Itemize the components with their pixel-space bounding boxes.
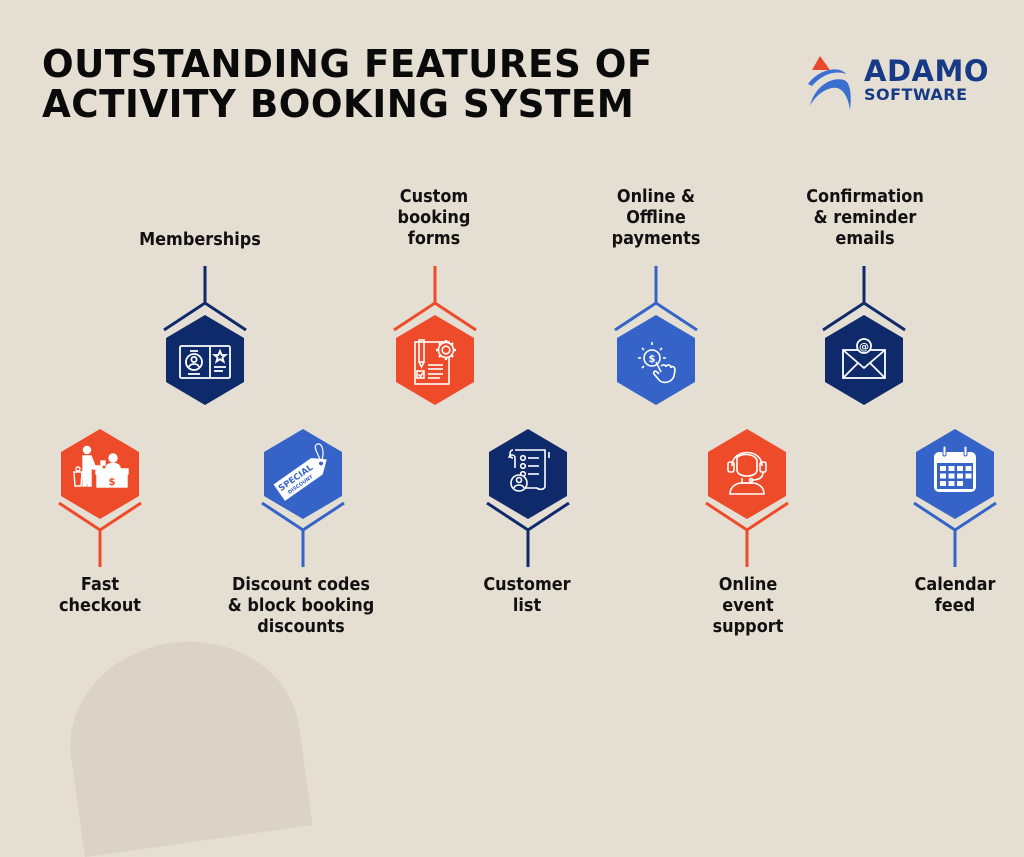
logo-subtitle: SOFTWARE — [864, 85, 968, 104]
label-line: discounts — [257, 617, 345, 637]
feature-label-online-event-support: Online event support — [656, 575, 840, 638]
label-line: support — [712, 617, 784, 637]
label-line: feed — [934, 596, 976, 616]
title-line-1: OUTSTANDING FEATURES OF — [42, 42, 653, 86]
label-line: emails — [835, 229, 895, 249]
membership-card-icon — [179, 345, 231, 379]
email-envelope-icon: @ — [842, 338, 886, 379]
feature-node-memberships — [160, 266, 250, 406]
support-headset-icon — [727, 451, 767, 495]
label-line: Memberships — [139, 230, 261, 250]
label-line: checkout — [59, 596, 141, 616]
label-line: payments — [611, 229, 701, 249]
label-line: event — [722, 596, 774, 616]
feature-node-discount-codes: SPECIAL DISCOUNT — [258, 428, 348, 568]
feature-label-confirmation-emails: Confirmation & reminder emails — [773, 187, 957, 250]
feature-label-custom-booking-forms: Custom booking forms — [342, 187, 526, 250]
svg-text:$: $ — [649, 354, 656, 365]
label-line: & block booking — [227, 596, 375, 616]
feature-label-customer-list: Customer list — [435, 575, 619, 617]
feature-label-calendar-feed: Calendar feed — [863, 575, 1024, 617]
label-line: Fast — [80, 575, 120, 595]
checkout-counter-icon: $ — [73, 445, 129, 488]
payment-tap-icon: $ — [638, 342, 676, 384]
label-line: Online & — [616, 187, 696, 207]
feature-node-fast-checkout: $ — [55, 428, 145, 568]
svg-text:$: $ — [109, 477, 116, 488]
label-line: Customer — [483, 575, 571, 595]
label-line: Confirmation — [806, 187, 924, 207]
logo-name: ADAMO — [864, 54, 989, 88]
adamo-logo: ADAMO SOFTWARE — [806, 54, 1006, 110]
decorative-blob — [57, 626, 313, 857]
feature-label-online-offline-payments: Online & Offline payments — [564, 187, 748, 250]
feature-label-discount-codes: Discount codes & block booking discounts — [209, 575, 393, 638]
feature-label-fast-checkout: Fast checkout — [8, 575, 192, 617]
customer-list-icon — [508, 449, 550, 492]
feature-node-confirmation-emails: @ — [819, 266, 909, 406]
label-line: Custom — [399, 187, 469, 207]
page-title: OUTSTANDING FEATURES OF ACTIVITY BOOKING… — [42, 44, 653, 124]
feature-node-calendar-feed — [910, 428, 1000, 568]
feature-node-online-event-support — [702, 428, 792, 568]
form-settings-icon — [414, 339, 456, 385]
label-line: list — [512, 596, 542, 616]
label-line: forms — [407, 229, 461, 249]
calendar-icon — [934, 445, 976, 492]
label-line: Calendar — [914, 575, 996, 595]
feature-node-online-offline-payments: $ — [611, 266, 701, 406]
feature-label-memberships: Memberships — [108, 230, 292, 251]
title-line-2: ACTIVITY BOOKING SYSTEM — [42, 82, 635, 126]
label-line: Online — [718, 575, 778, 595]
label-line: booking — [397, 208, 471, 228]
rocket-swoosh-icon — [808, 56, 851, 110]
svg-text:@: @ — [859, 342, 869, 353]
label-line: Offline — [626, 208, 686, 228]
feature-node-custom-booking-forms — [390, 266, 480, 406]
label-line: Discount codes — [232, 575, 370, 595]
feature-node-customer-list — [483, 428, 573, 568]
label-line: & reminder — [813, 208, 917, 228]
